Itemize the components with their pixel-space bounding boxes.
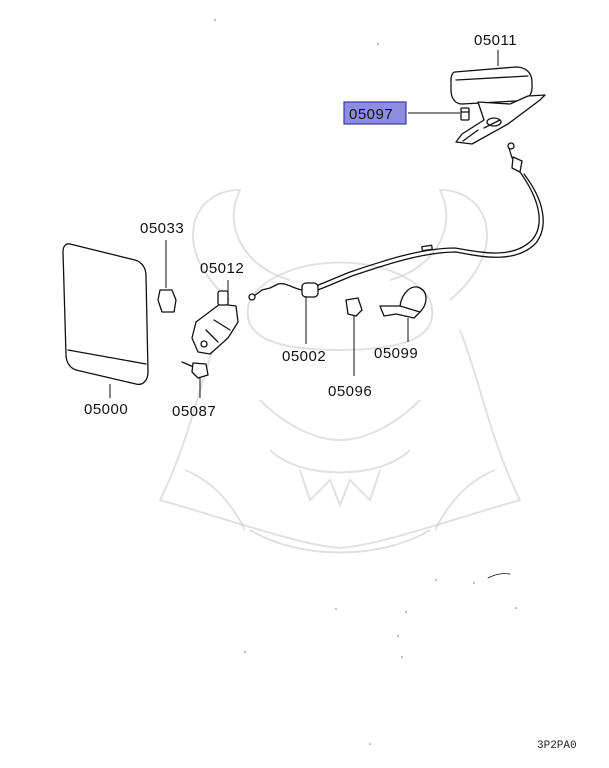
label-05000[interactable]: 05000 xyxy=(84,401,128,418)
label-05097-highlight[interactable]: 05097 xyxy=(343,101,407,125)
label-05002[interactable]: 05002 xyxy=(282,348,326,365)
label-05099[interactable]: 05099 xyxy=(374,345,418,362)
diagram-code: 3P2PA0 xyxy=(537,740,577,752)
label-05087[interactable]: 05087 xyxy=(172,403,216,420)
label-05011[interactable]: 05011 xyxy=(474,32,517,49)
part-05033-clip xyxy=(157,240,177,313)
part-05000-lid-panel xyxy=(62,243,149,398)
label-05012[interactable]: 05012 xyxy=(200,260,244,277)
label-05033[interactable]: 05033 xyxy=(140,220,184,237)
highlight-box xyxy=(343,101,407,125)
part-05099-holder xyxy=(379,286,427,342)
part-05087-screw xyxy=(181,361,209,398)
part-05011-lever xyxy=(450,66,546,145)
part-05096-clamp xyxy=(345,297,363,376)
label-05096[interactable]: 05096 xyxy=(328,383,372,400)
release-cable xyxy=(248,142,544,301)
watermark-logo xyxy=(158,188,522,554)
part-05097-bolt xyxy=(460,107,470,121)
part-05012-bracket xyxy=(191,280,239,355)
label-05097[interactable]: 05097 xyxy=(349,106,393,123)
scan-specks xyxy=(214,19,517,745)
